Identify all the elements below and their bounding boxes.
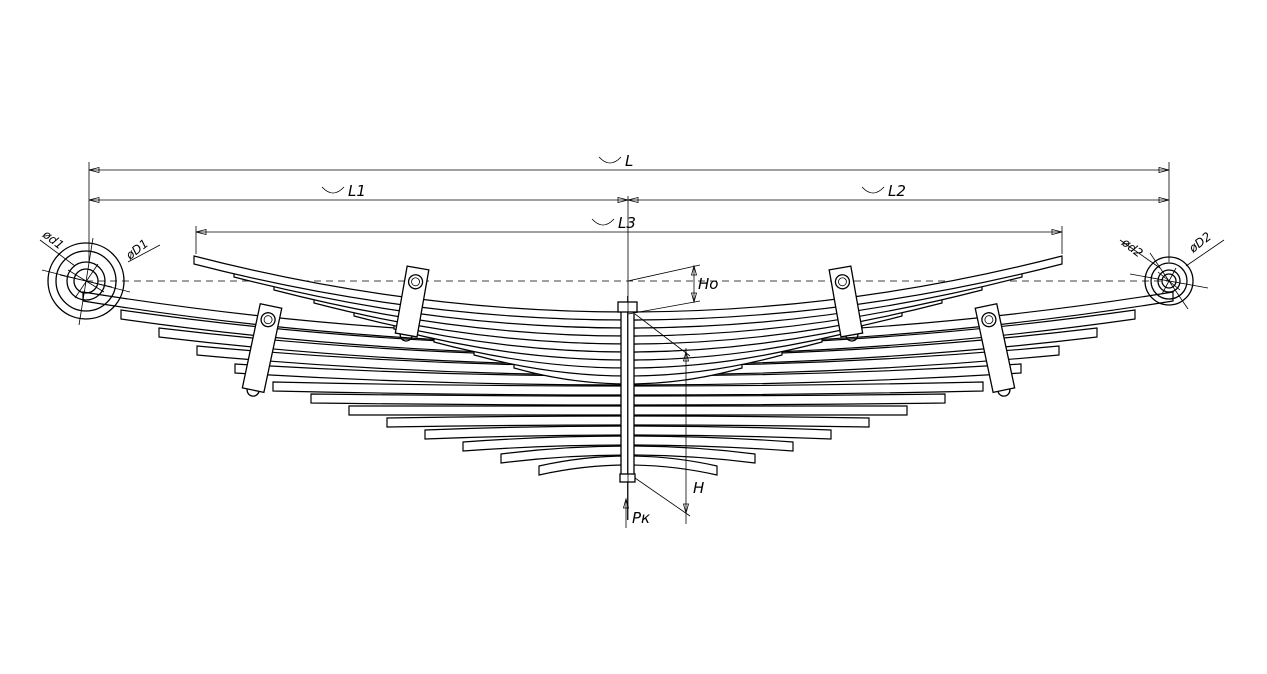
load-arrow-Pk: Pк — [622, 497, 650, 528]
main-leaf — [158, 327, 1098, 366]
main-leaf — [234, 363, 1022, 386]
dimension-L: L — [88, 152, 1170, 262]
dimension-L1-L2: L1 L2 — [88, 182, 1170, 520]
label-L1: L1 — [348, 182, 366, 200]
label-H: H — [693, 479, 704, 497]
right-eye — [1129, 252, 1209, 310]
label-d1: ød1 — [39, 227, 66, 253]
rebound-clips — [241, 265, 1016, 397]
left-eye — [41, 237, 131, 326]
label-Ho: Ho — [698, 275, 718, 293]
dimension-Ho: Ho — [627, 264, 718, 315]
rebound-clip — [241, 302, 283, 397]
rebound-clip — [974, 302, 1016, 397]
dimension-H: H — [634, 313, 704, 524]
label-D1: øD1 — [122, 236, 150, 263]
label-d2: ød2 — [1118, 235, 1145, 261]
dimension-L3: L3 — [195, 214, 1063, 254]
label-L3: L3 — [618, 214, 636, 232]
rebound-clip — [394, 265, 430, 342]
center-bolt — [617, 296, 638, 520]
main-leaf — [196, 345, 1060, 376]
label-L: L — [625, 152, 633, 170]
label-L2: L2 — [888, 182, 906, 200]
label-D2: øD2 — [1185, 229, 1213, 256]
label-Pk: Pк — [632, 509, 650, 527]
rebound-clip — [828, 265, 864, 342]
main-leaf — [538, 455, 718, 476]
